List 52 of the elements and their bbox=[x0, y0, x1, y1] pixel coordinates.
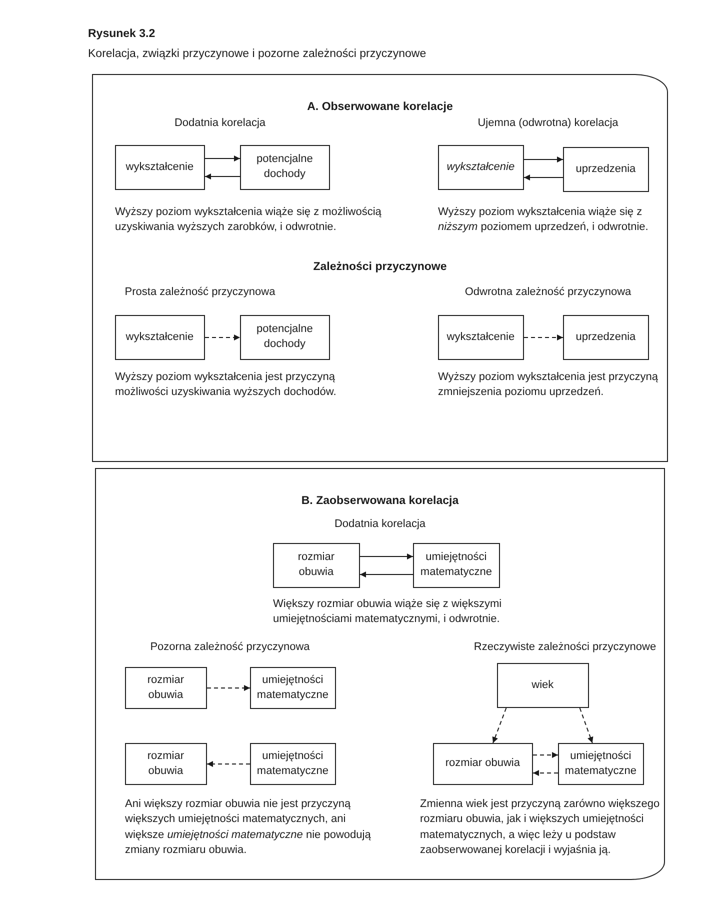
panel bbox=[92, 74, 668, 462]
variable-box: uprzedzenia bbox=[562, 314, 649, 360]
description-text: Zmienna wiek jest przyczyną zarówno większego rozmiaru obuwia, jak i większych umiejętności matematycznych, a więc leży u podstaw zaobserwowanej korelacji i wyjaśnia ją. bbox=[420, 797, 660, 858]
variable-box: wykształcenie bbox=[114, 144, 205, 190]
description-text: Wyższy poziom wykształcenia wiąże się z możliwością uzyskiwania wyższych zarobków, i odwrotnie. bbox=[115, 205, 382, 236]
arrow bbox=[204, 156, 240, 162]
variable-box: rozmiar obuwia bbox=[432, 742, 533, 785]
arrow bbox=[206, 685, 250, 691]
arrow bbox=[204, 174, 240, 180]
arrow bbox=[579, 708, 594, 744]
arrow bbox=[524, 174, 564, 180]
panel-heading: A. Obserwowane korelacje bbox=[306, 101, 454, 113]
section-subheading: Rzeczywiste zależności przyczynowe bbox=[474, 640, 656, 655]
section-subheading: Dodatnia korelacja bbox=[334, 517, 426, 532]
section-subheading: Ujemna (odwrotna) korelacja bbox=[478, 116, 618, 131]
variable-box: umiejętności matematyczne bbox=[250, 666, 336, 709]
arrow bbox=[206, 761, 250, 767]
section-subheading: Pozorna zależność przyczynowa bbox=[150, 640, 310, 655]
variable-box: rozmiar obuwia bbox=[124, 742, 207, 785]
description-text: Wyższy poziom wykształcenia jest przyczyną zmniejszenia poziomu uprzedzeń. bbox=[438, 370, 658, 400]
variable-box: potencjalne dochody bbox=[240, 314, 330, 360]
description-text: Wyższy poziom wykształcenia jest przyczyną możliwości uzyskiwania wyższych dochodów. bbox=[115, 370, 338, 400]
section-subheading: Odwrotna zależność przyczynowa bbox=[464, 285, 632, 300]
variable-box: wiek bbox=[496, 662, 589, 708]
panel bbox=[95, 468, 665, 880]
description-text: Wyższy poziom wykształcenia wiąże się z niższym poziomem uprzedzeń, i odwrotnie. bbox=[438, 205, 650, 236]
variable-box: umiejętności matematyczne bbox=[412, 542, 500, 588]
section-subheading: Prosta zależność przyczynowa bbox=[124, 285, 276, 300]
arrow bbox=[492, 708, 507, 744]
figure-title: Rysunek 3.2 bbox=[88, 28, 156, 40]
description-text: Większy rozmiar obuwia wiąże się z większymi umiejętnościami matematycznymi, i odwrotnie. bbox=[273, 597, 503, 628]
variable-box: umiejętności matematyczne bbox=[558, 742, 644, 785]
variable-box: wykształcenie bbox=[438, 314, 524, 360]
variable-box: uprzedzenia bbox=[562, 146, 649, 192]
arrow bbox=[204, 334, 240, 340]
variable-box: umiejętności matematyczne bbox=[250, 742, 336, 785]
arrow bbox=[524, 334, 564, 340]
arrow bbox=[532, 770, 558, 776]
section-subheading: Dodatnia korelacja bbox=[174, 116, 266, 131]
variable-box: wykształcenie bbox=[114, 314, 205, 360]
arrow bbox=[524, 156, 564, 162]
variable-box: potencjalne dochody bbox=[240, 144, 330, 190]
variable-box: rozmiar obuwia bbox=[272, 542, 360, 588]
figure-caption: Korelacja, związki przyczynowe i pozorne zależności przyczynowe bbox=[88, 48, 426, 60]
section-heading: Zależności przyczynowe bbox=[313, 260, 447, 275]
variable-box: wykształcenie bbox=[438, 144, 524, 190]
arrow bbox=[532, 752, 558, 758]
arrow bbox=[360, 554, 414, 560]
arrow bbox=[360, 572, 414, 578]
description-text: Ani większy rozmiar obuwia nie jest przyczyną większych umiejętności matematycznych, ani większe umiejętności matematyczne nie powodują zmiany rozmiaru obuwia. bbox=[125, 797, 372, 858]
panel-heading: B. Zaobserwowana korelacja bbox=[300, 495, 460, 507]
variable-box: rozmiar obuwia bbox=[124, 666, 207, 709]
